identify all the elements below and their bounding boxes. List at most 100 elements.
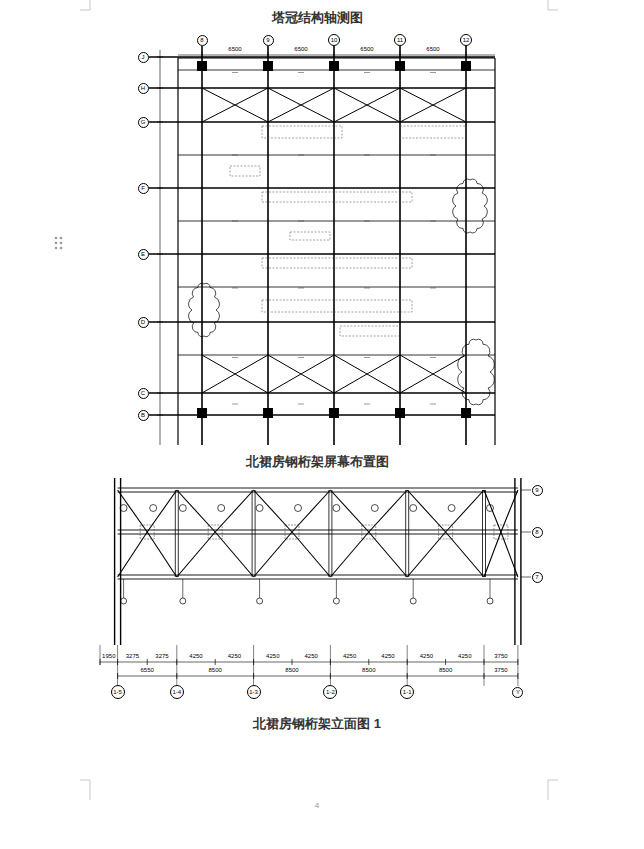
grid-label: B [141, 412, 145, 418]
drawing-line [149, 321, 495, 322]
grid-bubble: Y [512, 687, 523, 698]
drag-handle-dot [60, 247, 63, 250]
gusset-outline [208, 525, 222, 539]
grid-bubble: C [138, 388, 149, 399]
drawing-line [368, 659, 369, 665]
drawing-line [178, 221, 495, 222]
grid-bubble: 9 [532, 485, 543, 496]
drawing-line [149, 87, 495, 88]
column-section [461, 61, 471, 71]
drawing-line [80, 780, 90, 781]
plan-drawing [149, 46, 495, 445]
grid-label: 1-2 [326, 689, 335, 695]
column-section [461, 408, 471, 418]
column-section [197, 408, 207, 418]
drawing-line [430, 357, 436, 358]
hanger-mark [218, 505, 225, 512]
grid-label: 1-1 [403, 689, 412, 695]
drawing-line [334, 88, 400, 122]
hanger-mark [121, 598, 127, 604]
drawing-line [364, 155, 370, 156]
drawing-line [484, 645, 485, 686]
dimension-text: 8500 [439, 667, 452, 673]
hanger-mark [410, 505, 417, 512]
drawing-line [521, 490, 531, 491]
drawing-line [407, 490, 445, 532]
drawing-line [80, 10, 90, 11]
grid-bubble: D [138, 317, 149, 328]
drawing-line [400, 355, 466, 393]
grid-bubble: 12 [460, 34, 472, 46]
drawing-line [178, 355, 495, 356]
drawing-line [330, 490, 368, 532]
dimension-text: 3275 [155, 653, 168, 659]
hanger-mark [448, 505, 455, 512]
drawing-line [232, 221, 238, 222]
hidden-outline [262, 258, 412, 268]
drawing-line [90, 0, 91, 10]
drawing-line [364, 404, 370, 405]
hanger-mark [256, 505, 263, 512]
drawing-line [176, 645, 177, 686]
drawing-line [298, 357, 304, 358]
drawing-line [232, 404, 238, 405]
dimension-text: 8500 [362, 667, 375, 673]
drawing-line [149, 56, 495, 57]
grid-bubble: 8 [197, 35, 208, 46]
drawing-line [445, 659, 446, 665]
column-section [197, 61, 207, 71]
drawing-line [298, 221, 304, 222]
drawing-line [114, 478, 115, 645]
drawing-line [292, 532, 330, 577]
grid-label: C [141, 390, 145, 396]
dimension-text: 6500 [426, 46, 439, 52]
hanger-mark [333, 505, 340, 512]
column-section [263, 61, 273, 71]
hidden-outline [400, 126, 466, 138]
drawing-line [369, 490, 407, 532]
drawing-line [328, 490, 329, 577]
revision-cloud [458, 339, 495, 405]
grid-label: 1-4 [172, 689, 181, 695]
drawing-line [175, 490, 176, 577]
drawing-line [364, 357, 370, 358]
grid-label: 7 [535, 574, 538, 580]
dimension-text: 6550 [141, 667, 154, 673]
drawing-line [254, 490, 292, 532]
drawing-line [333, 46, 335, 445]
hidden-outline [340, 326, 400, 336]
drawing-line [331, 490, 332, 577]
drawing-line [548, 10, 558, 11]
figure-title: 塔冠结构轴测图 [272, 11, 363, 24]
grid-label: 9 [535, 487, 538, 493]
drawing-line [232, 155, 238, 156]
drawing-line [202, 88, 268, 122]
dimension-text: 6500 [294, 46, 307, 52]
drawing-line [292, 490, 330, 532]
drawing-line [413, 579, 414, 598]
drawing-line [494, 58, 495, 445]
drawing-line [202, 355, 268, 393]
hanger-mark [180, 598, 186, 604]
page-number: 4 [315, 802, 319, 810]
dimension-text: 3275 [126, 653, 139, 659]
drawing-line [517, 673, 518, 679]
drawing-line [408, 490, 409, 577]
drawing-line [149, 187, 495, 188]
dimension-text: 8500 [209, 667, 222, 673]
hidden-outline [262, 126, 342, 138]
drawing-line [336, 579, 337, 598]
column-section [329, 61, 339, 71]
grid-label: 8 [535, 529, 538, 535]
grid-bubble: B [138, 410, 149, 421]
dimension-text: 1950 [102, 653, 115, 659]
grid-bubble: 1-2 [323, 685, 337, 699]
drawing-line [430, 72, 436, 73]
drawing-line [330, 645, 331, 686]
drawing-line [521, 577, 531, 578]
grid-bubble: 1-3 [247, 685, 261, 699]
drawing-line [484, 659, 485, 665]
drawing-line [298, 72, 304, 73]
hidden-outline [290, 232, 330, 240]
revision-cloud [453, 179, 488, 233]
